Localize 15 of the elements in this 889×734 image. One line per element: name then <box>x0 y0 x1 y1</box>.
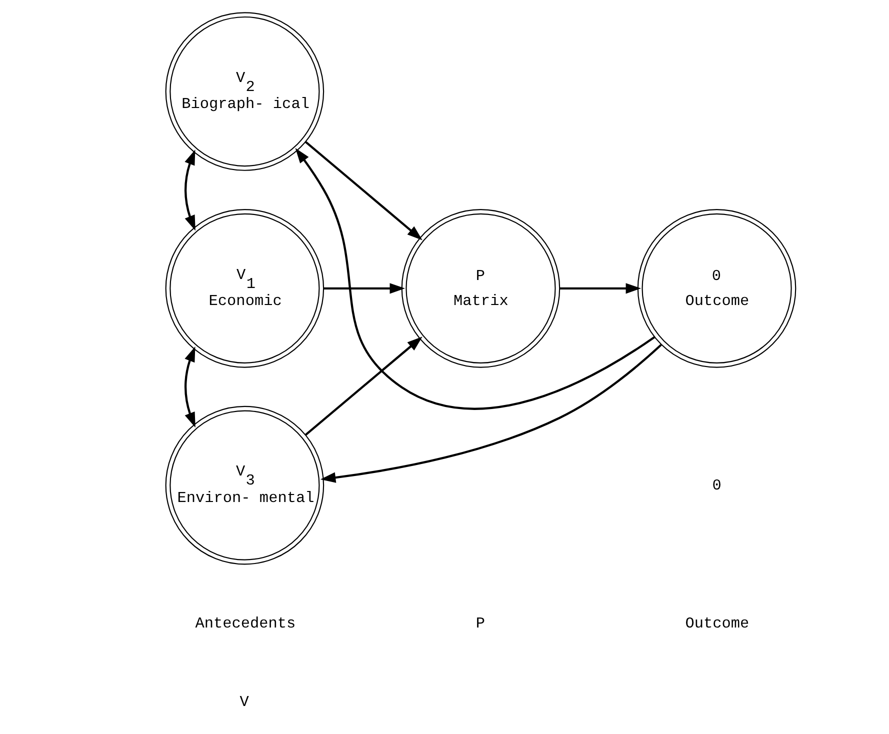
label: V <box>240 692 249 711</box>
label: Antecedents <box>195 614 296 632</box>
arrow <box>305 141 422 240</box>
arrow <box>305 336 422 436</box>
arrow <box>295 148 656 410</box>
arrow <box>184 150 196 231</box>
label: 0 <box>712 476 722 494</box>
arrow <box>560 283 642 294</box>
arrow <box>184 346 196 428</box>
node-circle: P Matrix <box>401 209 560 368</box>
label: P <box>476 614 485 632</box>
label: Outcome <box>685 614 750 632</box>
node-circle: 0 Outcome <box>637 209 796 368</box>
arrow <box>320 344 662 483</box>
arrow <box>324 283 406 294</box>
